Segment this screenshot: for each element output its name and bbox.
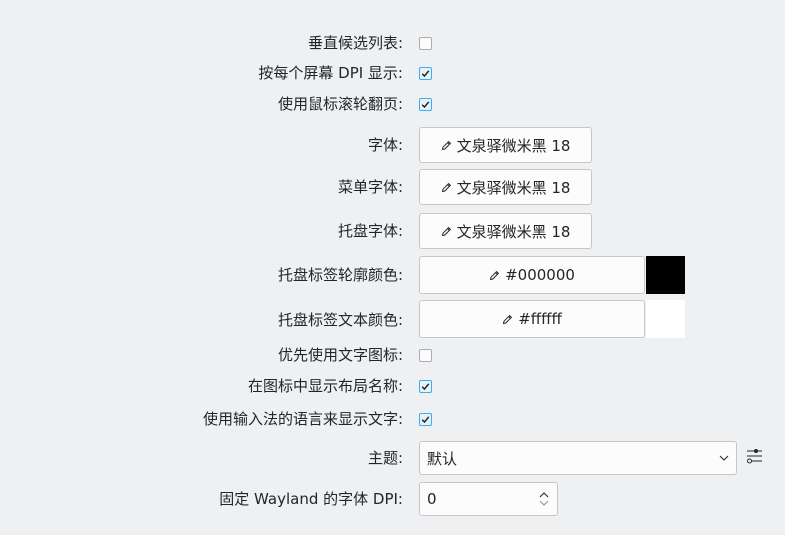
font-value: 文泉驿微米黑 18 [456,136,571,155]
menu-font-button[interactable]: 文泉驿微米黑 18 [419,169,592,205]
pencil-icon [503,314,513,324]
per-screen-dpi-label: 按每个屏幕 DPI 显示: [258,64,403,82]
theme-value: 默认 [427,449,458,468]
use-im-language-checkbox[interactable] [419,413,432,426]
pencil-icon [441,182,451,192]
show-layout-name-checkbox[interactable] [419,380,432,393]
tray-text-color-button[interactable]: #ffffff [419,300,645,338]
spin-arrows-icon[interactable] [539,490,549,508]
font-label: 字体: [367,136,403,154]
menu-font-label: 菜单字体: [337,178,403,196]
wayland-dpi-spinbox[interactable]: 0 [419,482,558,516]
pencil-icon [441,140,451,150]
tray-text-color-label: 托盘标签文本颜色: [277,311,403,329]
scroll-paging-checkbox[interactable] [419,98,432,111]
checkmark-icon [421,101,430,109]
vertical-candidates-checkbox[interactable] [419,37,432,50]
tray-outline-color-value: #000000 [505,266,575,284]
tray-outline-color-label: 托盘标签轮廓颜色: [277,266,403,284]
tray-font-label: 托盘字体: [337,222,403,240]
checkmark-icon [421,416,430,424]
scroll-paging-label: 使用鼠标滚轮翻页: [277,95,403,113]
tray-font-button[interactable]: 文泉驿微米黑 18 [419,213,592,249]
wayland-dpi-label: 固定 Wayland 的字体 DPI: [219,490,403,508]
checkmark-icon [421,383,430,391]
prefer-text-icon-label: 优先使用文字图标: [277,346,403,364]
tray-text-color-swatch[interactable] [646,300,685,338]
tray-font-value: 文泉驿微米黑 18 [456,222,571,241]
tray-outline-color-button[interactable]: #000000 [419,256,645,294]
chevron-down-icon [719,455,729,461]
tray-outline-color-swatch[interactable] [646,256,685,294]
pencil-icon [441,226,451,236]
per-screen-dpi-checkbox[interactable] [419,67,432,80]
theme-combobox[interactable]: 默认 [419,441,737,475]
show-layout-name-label: 在图标中显示布局名称: [247,377,403,395]
configure-icon[interactable] [746,447,763,465]
checkmark-icon [421,70,430,78]
menu-font-value: 文泉驿微米黑 18 [456,178,571,197]
wayland-dpi-value: 0 [427,490,437,508]
font-button[interactable]: 文泉驿微米黑 18 [419,127,592,163]
tray-text-color-value: #ffffff [518,310,562,328]
pencil-icon [489,270,500,280]
theme-label: 主题: [367,449,403,467]
prefer-text-icon-checkbox[interactable] [419,349,432,362]
vertical-candidates-label: 垂直候选列表: [307,34,403,52]
use-im-language-label: 使用输入法的语言来显示文字: [202,410,403,428]
